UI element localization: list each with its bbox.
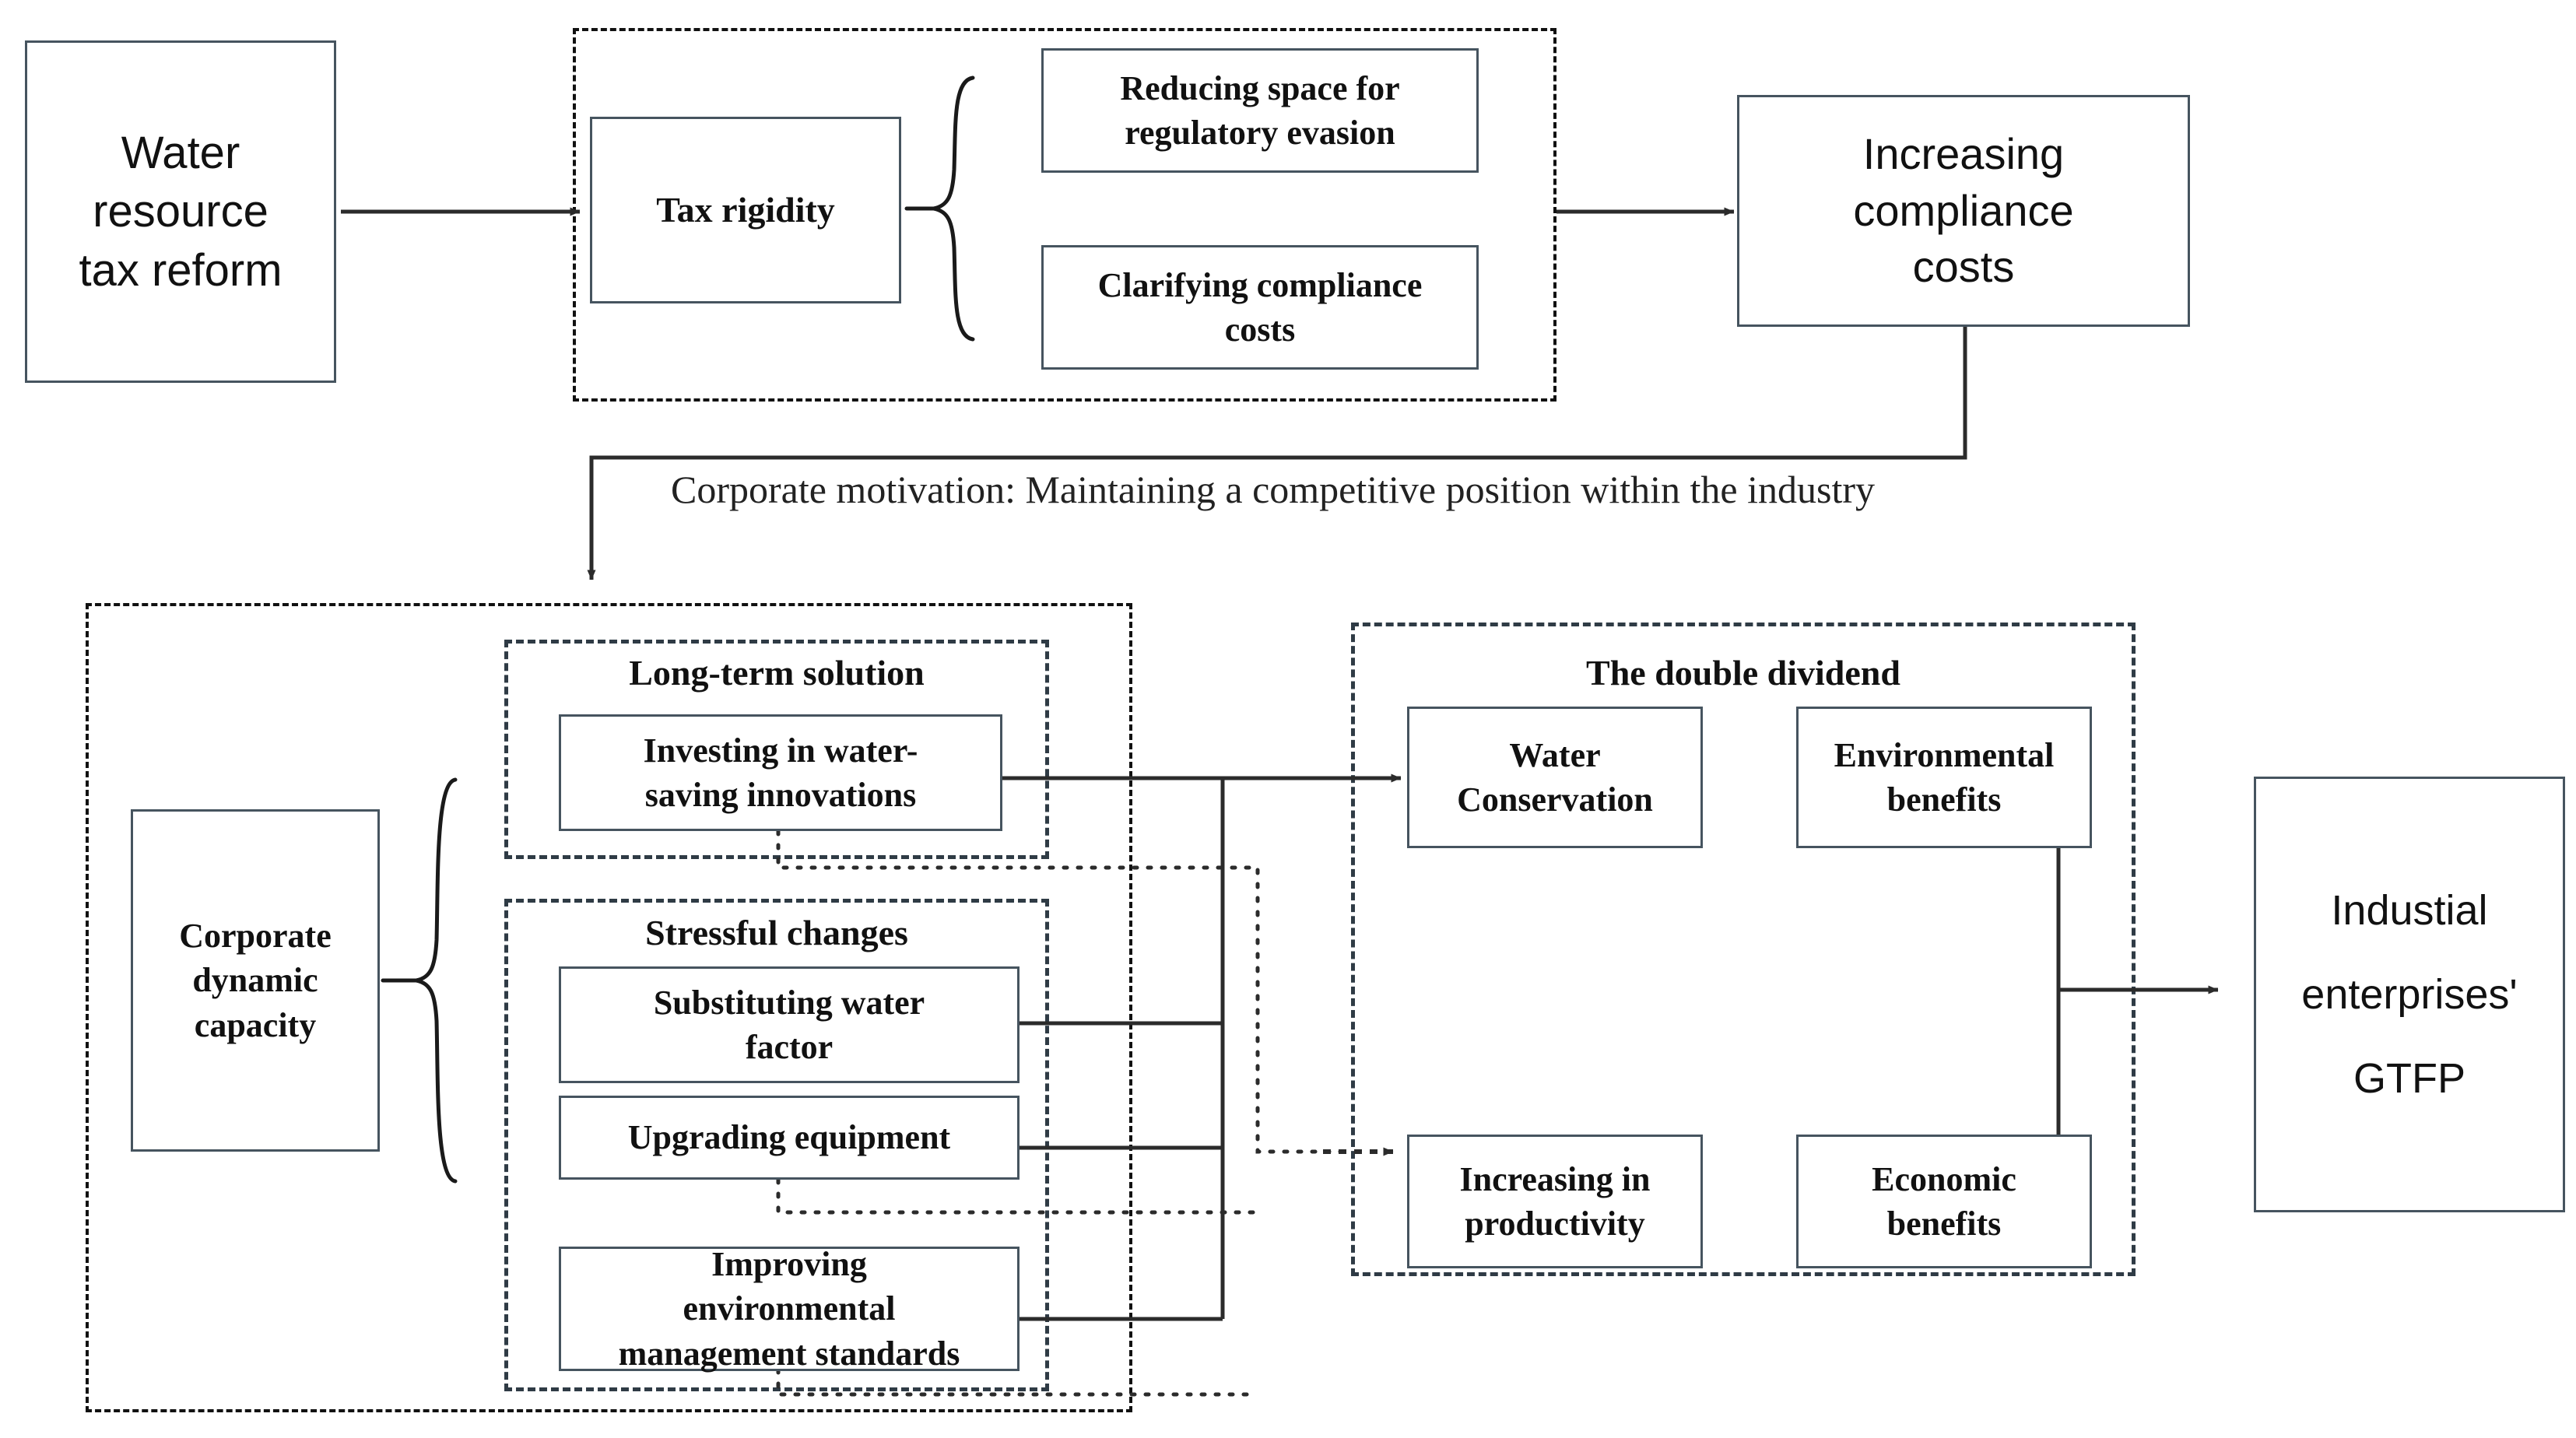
group-title-long-term-solution: Long-term solution [629,653,925,693]
node-water-resource-tax-reform[interactable]: Water resource tax reform [25,40,336,383]
node-environmental-benefits[interactable]: Environmental benefits [1796,707,2092,848]
node-corporate-dynamic-capacity[interactable]: Corporate dynamic capacity [131,809,380,1152]
node-increasing-compliance-costs[interactable]: Increasing compliance costs [1737,95,2190,327]
group-title-double-dividend: The double dividend [1586,653,1900,693]
node-increasing-in-productivity[interactable]: Increasing in productivity [1407,1135,1703,1268]
node-improving-environmental-management-standards[interactable]: Improving environmental management stand… [559,1245,1020,1373]
group-title-stressful-changes: Stressful changes [645,913,908,952]
node-industrial-enterprises-gtfp[interactable]: Industial enterprises' GTFP [2254,777,2565,1212]
node-upgrading-equipment[interactable]: Upgrading equipment [559,1096,1020,1180]
node-reducing-space-for-regulatory-evasion[interactable]: Reducing space for regulatory evasion [1041,48,1479,173]
node-economic-benefits[interactable]: Economic benefits [1796,1135,2092,1268]
node-investing-in-water-saving-innovations[interactable]: Investing in water- saving innovations [559,714,1002,831]
caption-corporate-motivation: Corporate motivation: Maintaining a comp… [671,468,1875,511]
node-clarifying-compliance-costs[interactable]: Clarifying compliance costs [1041,245,1479,370]
node-tax-rigidity[interactable]: Tax rigidity [590,117,901,303]
node-water-conservation[interactable]: Water Conservation [1407,707,1703,848]
node-substituting-water-factor[interactable]: Substituting water factor [559,966,1020,1083]
group-frame-double-dividend [1351,623,2136,1276]
